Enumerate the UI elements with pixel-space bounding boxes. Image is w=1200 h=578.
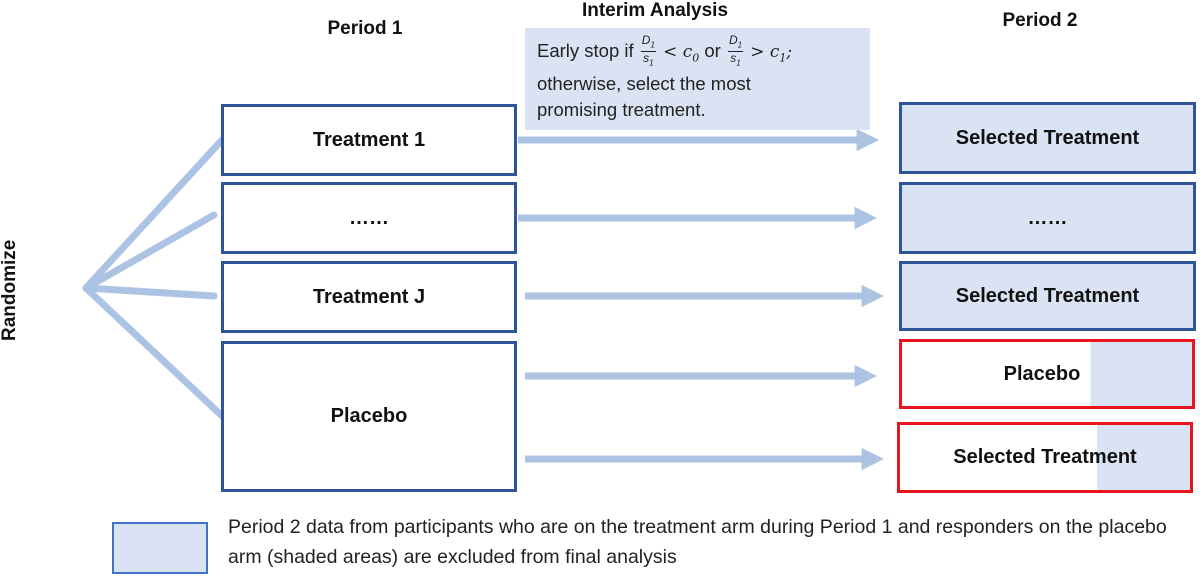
period1-treatmentJ-label: Treatment J xyxy=(312,285,426,308)
fraction-2: D1 s1 xyxy=(727,33,744,68)
period2-placebo-box: Placebo xyxy=(899,339,1195,409)
fan-line-treatmentJ xyxy=(82,284,218,300)
interim-analysis-box: Early stop if D1 s1 < c0 or D1 s1 > c1; … xyxy=(525,28,870,130)
interim-prefix: Early stop if xyxy=(537,39,634,61)
interim-line-2: otherwise, select the most xyxy=(537,73,751,95)
period1-treatment1-box: Treatment 1 xyxy=(221,104,517,176)
period2-placebo-label: Placebo xyxy=(1003,362,1081,385)
randomize-label: Randomize xyxy=(0,239,20,341)
period2-selected-from-placebo-box: Selected Treatment xyxy=(897,422,1193,493)
fan-line-ellipsis xyxy=(82,211,218,292)
fan-line-treatment1 xyxy=(82,136,226,292)
period1-header: Period 1 xyxy=(327,18,403,39)
legend-text: Period 2 data from participants who are … xyxy=(228,516,1167,568)
period1-treatmentJ-box: Treatment J xyxy=(221,261,517,333)
period2-ellipsis-box: …… xyxy=(899,182,1196,254)
period1-placebo-label: Placebo xyxy=(330,405,408,427)
interim-analysis-header: Interim Analysis xyxy=(581,0,729,21)
fan-line-placebo xyxy=(82,284,226,420)
period1-treatment1-label: Treatment 1 xyxy=(312,128,426,151)
period1-placebo-box: Placebo xyxy=(221,341,517,492)
period2-selected-treatmentJ-box: Selected Treatment xyxy=(899,261,1196,331)
period1-ellipsis-box: …… xyxy=(221,182,517,254)
period2-selected-treatment1-label: Selected Treatment xyxy=(955,126,1140,149)
legend-shade-swatch xyxy=(112,522,208,574)
interim-line-1: Early stop if D1 s1 < c0 or D1 s1 > c1; xyxy=(537,33,793,68)
period2-ellipsis-label: …… xyxy=(1027,206,1068,229)
period2-selected-from-placebo-label: Selected Treatment xyxy=(953,446,1137,468)
period2-header: Period 2 xyxy=(1002,10,1078,31)
fraction-1: D1 s1 xyxy=(640,33,656,68)
period2-selected-treatment1-box: Selected Treatment xyxy=(899,102,1196,174)
interim-line-3: promising treatment. xyxy=(537,99,706,121)
interim-or: or xyxy=(704,39,721,61)
period2-selected-treatmentJ-label: Selected Treatment xyxy=(955,284,1140,307)
period1-ellipsis-label: …… xyxy=(349,206,389,229)
